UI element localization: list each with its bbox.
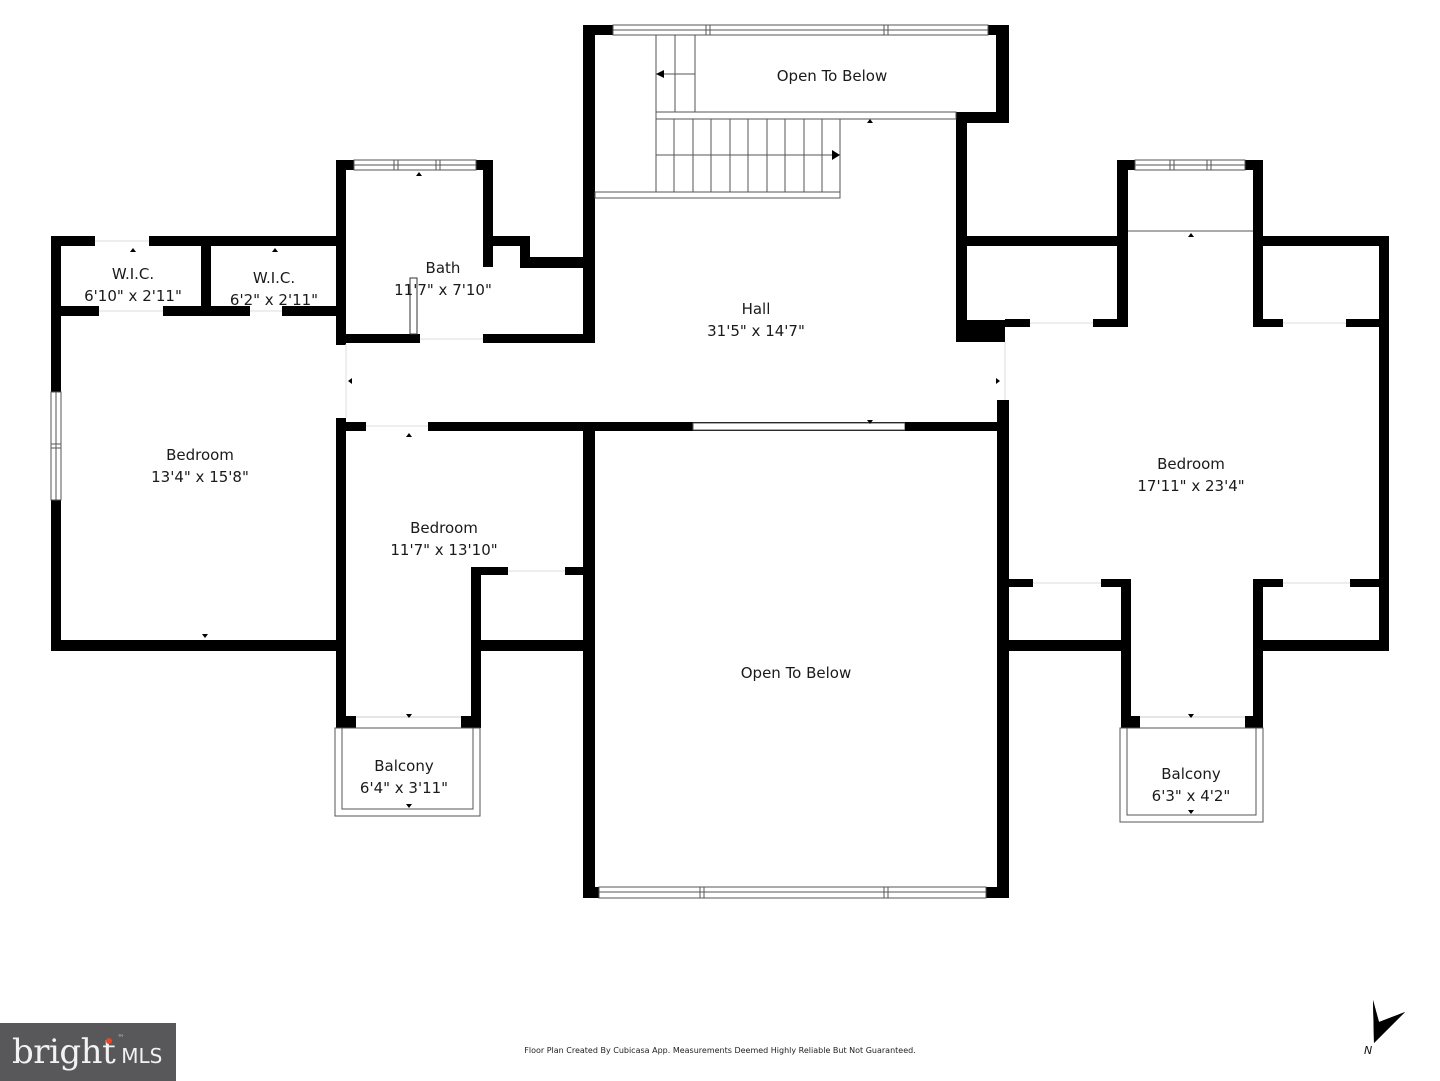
room-label-wic-1: W.I.C. 6'10" x 2'11" bbox=[84, 263, 182, 307]
door-openings bbox=[95, 240, 1350, 584]
room-name: Open To Below bbox=[740, 664, 852, 682]
right-wing-walls bbox=[956, 159, 1389, 728]
room-label-bedroom-middle: Bedroom 11'7" x 13'10" bbox=[390, 517, 497, 561]
north-arrow-icon bbox=[1373, 1000, 1405, 1043]
room-dimensions: 11'7" x 13'10" bbox=[390, 541, 498, 559]
room-dimensions: 13'4" x 15'8" bbox=[151, 468, 249, 486]
compass: N bbox=[1360, 996, 1410, 1062]
room-name: Balcony bbox=[1161, 765, 1221, 783]
room-label-open-center: Open To Below bbox=[741, 662, 852, 684]
room-name: Balcony bbox=[374, 757, 434, 775]
middle-bedroom-walls bbox=[336, 422, 693, 898]
logo-mls-text: MLS bbox=[121, 1044, 163, 1068]
central-walls bbox=[583, 320, 1009, 899]
room-label-wic-2: W.I.C. 6'2" x 2'11" bbox=[230, 267, 318, 311]
balcony-right-outline bbox=[1119, 716, 1264, 823]
room-dimensions: 11'7" x 7'10" bbox=[394, 281, 492, 299]
staircase bbox=[594, 35, 957, 199]
room-label-balcony-left: Balcony 6'4" x 3'11" bbox=[360, 755, 448, 799]
room-name: Hall bbox=[741, 300, 771, 318]
room-name: W.I.C. bbox=[252, 269, 296, 287]
room-name: Bedroom bbox=[166, 446, 234, 464]
compass-label: N bbox=[1364, 1044, 1373, 1057]
room-label-bedroom-left: Bedroom 13'4" x 15'8" bbox=[151, 444, 249, 488]
room-name: W.I.C. bbox=[111, 265, 155, 283]
room-dimensions: 31'5" x 14'7" bbox=[707, 322, 805, 340]
room-name: Bedroom bbox=[1157, 455, 1225, 473]
room-dimensions: 6'10" x 2'11" bbox=[84, 287, 182, 305]
disclaimer-text: Floor Plan Created By Cubicasa App. Meas… bbox=[524, 1046, 916, 1055]
room-label-bath: Bath 11'7" x 7'10" bbox=[394, 257, 492, 301]
room-name: Open To Below bbox=[776, 67, 888, 85]
room-label-open-top: Open To Below bbox=[777, 65, 888, 87]
room-name: Bedroom bbox=[410, 519, 478, 537]
room-dimensions: 6'2" x 2'11" bbox=[229, 291, 319, 309]
left-wing-walls bbox=[50, 236, 346, 728]
dimension-markers bbox=[130, 119, 1194, 814]
room-label-hall: Hall 31'5" x 14'7" bbox=[707, 298, 805, 342]
bath-walls bbox=[336, 159, 595, 345]
room-dimensions: 17'11" x 23'4" bbox=[1137, 477, 1245, 495]
top-window bbox=[612, 24, 989, 36]
room-dimensions: 6'4" x 3'11" bbox=[359, 779, 449, 797]
room-dimensions: 6'3" x 4'2" bbox=[1151, 787, 1231, 805]
logo-accent-dot bbox=[106, 1038, 113, 1044]
room-label-balcony-right: Balcony 6'3" x 4'2" bbox=[1152, 763, 1231, 807]
room-label-bedroom-right: Bedroom 17'11" x 23'4" bbox=[1137, 453, 1244, 497]
room-name: Bath bbox=[425, 259, 461, 277]
